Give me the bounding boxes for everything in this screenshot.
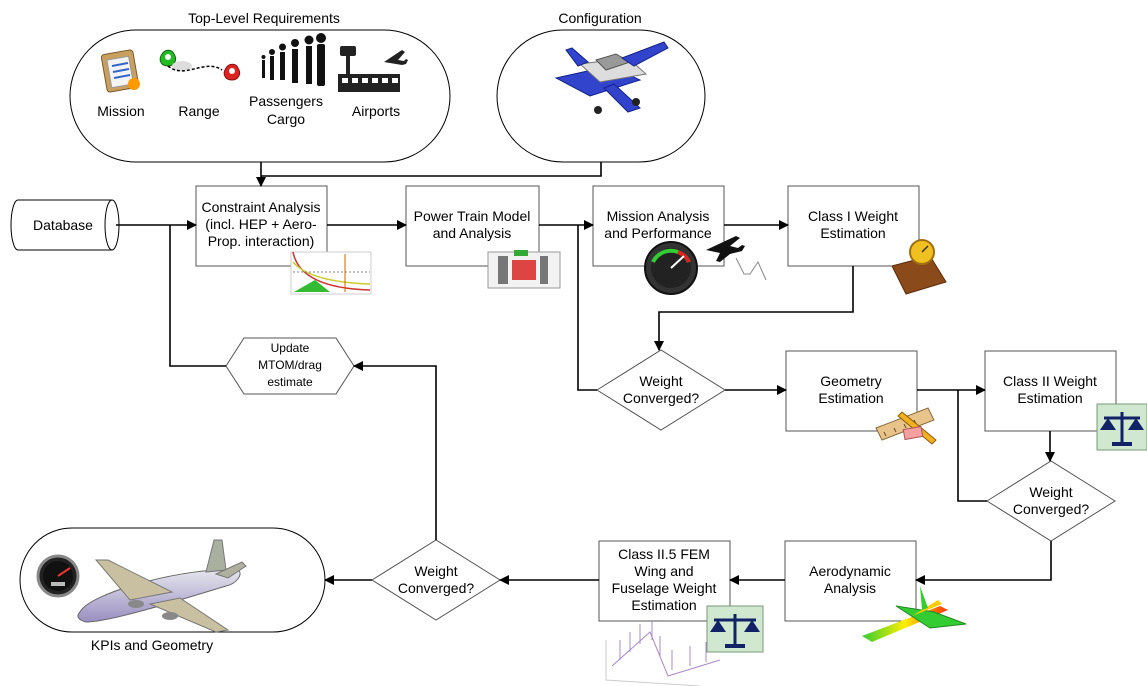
balance-icon-2	[706, 605, 764, 653]
decision2-line-2: Converged?	[1013, 501, 1089, 517]
airliner-icon	[77, 539, 247, 633]
mission-analysis-line-2: and Performance	[604, 225, 712, 241]
engine-cutaway-icon	[487, 250, 561, 289]
scale-icon	[891, 239, 947, 295]
kpi-label: KPIs and Geometry	[91, 637, 213, 653]
mission-label: Mission	[97, 103, 144, 119]
speedometer-icon	[36, 554, 80, 598]
weight-converged-decision-3: Weight Converged?	[371, 539, 501, 621]
database-node: Database	[10, 199, 120, 251]
decision3-line-2: Converged?	[398, 580, 474, 596]
ruler-pencil-icon	[875, 407, 937, 445]
constraint-line-2: (incl. HEP + Aero-	[205, 216, 317, 232]
cargo-label: Cargo	[267, 111, 305, 127]
constraint-chart-icon	[290, 251, 372, 295]
toy-airplane-icon	[554, 41, 669, 114]
database-label: Database	[33, 217, 93, 233]
fem-wireframe-icon	[605, 620, 721, 686]
class2-line-1: Class II Weight	[1003, 373, 1097, 389]
aero-line-2: Analysis	[824, 580, 876, 596]
geometry-line-1: Geometry	[820, 373, 881, 389]
mission-analysis-line-1: Mission Analysis	[607, 208, 710, 224]
class1-line-2: Estimation	[820, 225, 885, 241]
balance-icon	[1096, 403, 1147, 451]
configuration-group: Configuration	[496, 10, 706, 163]
airplane-icon	[706, 236, 767, 281]
constraint-line-3: Prop. interaction)	[208, 233, 315, 249]
passengers-icon	[261, 33, 326, 86]
update-estimate-node: Update MTOM/drag estimate	[225, 337, 355, 395]
geometry-estimation-node: Geometry Estimation	[785, 350, 918, 432]
update-line-2: MTOM/drag	[258, 358, 322, 372]
gauge-icon	[644, 241, 698, 295]
map-pin-icon	[159, 49, 241, 81]
class25-line-4: Estimation	[631, 597, 696, 613]
aero-line-1: Aerodynamic	[809, 563, 891, 579]
power-train-line-2: and Analysis	[433, 225, 512, 241]
airports-label: Airports	[352, 103, 400, 119]
aero-pressure-airplane-icon	[862, 586, 967, 642]
airport-tower-icon	[338, 46, 408, 92]
class25-line-1: Class II.5 FEM	[618, 546, 710, 562]
decision3-line-1: Weight	[414, 563, 457, 579]
clipboard-icon	[100, 49, 140, 93]
class1-line-1: Class I Weight	[808, 208, 898, 224]
class25-line-2: Wing and	[634, 563, 693, 579]
power-train-line-1: Power Train Model	[414, 208, 531, 224]
weight-converged-decision-2: Weight Converged?	[986, 460, 1116, 542]
weight-converged-decision-1: Weight Converged?	[596, 349, 726, 431]
class1-weight-node: Class I Weight Estimation	[787, 185, 920, 267]
constraint-analysis-node: Constraint Analysis (incl. HEP + Aero- P…	[195, 185, 328, 267]
requirements-title: Top-Level Requirements	[188, 10, 340, 26]
update-line-1: Update	[271, 341, 310, 355]
update-line-3: estimate	[267, 375, 313, 389]
class25-line-3: Fuselage Weight	[612, 580, 717, 596]
decision1-line-1: Weight	[639, 373, 682, 389]
constraint-line-1: Constraint Analysis	[201, 199, 320, 215]
configuration-title: Configuration	[558, 10, 641, 26]
range-label: Range	[178, 103, 219, 119]
decision1-line-2: Converged?	[623, 390, 699, 406]
passengers-label: Passengers	[249, 93, 323, 109]
geometry-line-2: Estimation	[818, 390, 883, 406]
connectors	[116, 162, 1055, 585]
aerodynamic-analysis-node: Aerodynamic Analysis	[784, 540, 917, 622]
class2-line-2: Estimation	[1017, 390, 1082, 406]
decision2-line-1: Weight	[1029, 484, 1072, 500]
class2-weight-node: Class II Weight Estimation	[984, 350, 1117, 432]
